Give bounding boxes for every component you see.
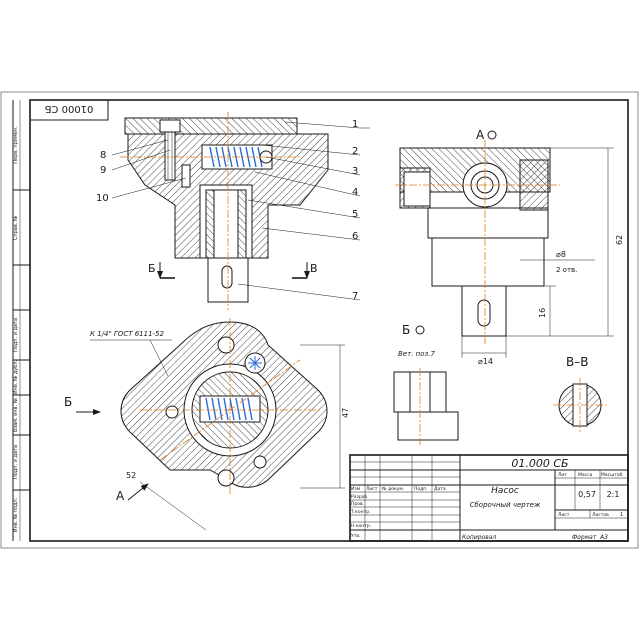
tb-col-2: № докум.: [382, 486, 404, 492]
dim-52: 52: [126, 471, 136, 480]
side-stamp: Перв. примен. Справ. № Подп. и дата Инв.…: [12, 100, 30, 541]
scale-value: 2:1: [607, 490, 620, 499]
side-view: А 62 16 ⌀14 ⌀8 2 отв.: [395, 128, 624, 366]
dim-62: 62: [615, 235, 624, 245]
mass-label: Масса: [578, 472, 593, 478]
leader-4: 4: [352, 187, 358, 198]
title-block: Изм Лист № докум. Подп. Дата Разраб. Про…: [349, 454, 629, 542]
top-left-code-box: 01000 СБ: [29, 99, 109, 121]
leader-7: 7: [352, 291, 358, 302]
leader-2: 2: [352, 146, 358, 157]
leader-1: 1: [352, 119, 358, 130]
side-cell-2: Подп. и дата: [13, 318, 19, 352]
tb-row-4: Утв.: [351, 533, 360, 539]
arrow-a-label: А: [116, 489, 125, 503]
side-cell-6: Инв. № подл.: [13, 497, 19, 532]
side-cell-5: Подп. и дата: [13, 445, 19, 479]
mass-value: 0,57: [578, 490, 596, 499]
copied-label: Копировал: [462, 534, 496, 541]
thread-note: К 1/4" ГОСТ 6111-52: [90, 330, 164, 338]
doc-code: 01.000 СБ: [511, 457, 568, 470]
tb-row-2: Т.контр.: [350, 509, 371, 515]
position-leaders: 1 2 3 4 5 6 7 8 9 10: [96, 119, 370, 302]
lit-label: Лит: [558, 472, 567, 478]
tb-row-3: Н.контр.: [351, 523, 371, 529]
leader-8: 8: [100, 150, 106, 161]
side-cell-0: Перв. примен.: [13, 126, 19, 164]
view-b-note: Вет. поз.7: [398, 350, 435, 358]
sheets-label: Листов: [592, 512, 609, 518]
sheet-label: Лист: [558, 512, 570, 518]
tb-col-3: Подп.: [414, 486, 428, 492]
side-cell-4: Взам. инв. №: [13, 397, 19, 432]
sheets-count: 1: [620, 512, 623, 518]
section-marker-right: В: [310, 262, 318, 275]
section-vv-label: В–В: [566, 355, 588, 369]
dim-d14: ⌀14: [478, 357, 493, 366]
section-vv: В–В: [553, 355, 607, 432]
plan-view: К 1/4" ГОСТ 6111-52 Б А 47 52: [64, 318, 350, 531]
tb-col-4: Дата: [434, 486, 446, 492]
dim-d8-note: 2 отв.: [556, 266, 577, 274]
dim-16: 16: [538, 308, 547, 318]
drawing-subtitle: Сборочный чертеж: [470, 501, 541, 509]
outer-frame: [0, 91, 639, 549]
format-value: А3: [599, 534, 608, 541]
side-cell-3: Инв. № дубл.: [13, 359, 19, 394]
format-label: Формат: [572, 534, 597, 541]
tb-col-0: Изм: [351, 486, 360, 492]
leader-6: 6: [352, 231, 358, 242]
drawing-title: Насос: [491, 486, 519, 496]
dim-d8: ⌀8: [556, 250, 566, 259]
view-b-detail: Б Вет. поз.7: [393, 323, 459, 445]
leader-9: 9: [100, 165, 106, 176]
tb-row-0: Разраб.: [351, 494, 369, 500]
front-section-view: Б В: [120, 112, 329, 310]
dim-47: 47: [341, 408, 350, 418]
view-a-label: А: [476, 128, 485, 142]
leader-5: 5: [352, 209, 358, 220]
arrow-b-label: Б: [64, 395, 72, 409]
tb-col-1: Лист: [366, 486, 378, 492]
section-marker-left: Б: [148, 262, 156, 275]
view-b-label: Б: [402, 323, 410, 337]
tb-row-1: Пров.: [351, 501, 364, 507]
leader-3: 3: [352, 166, 358, 177]
leader-10: 10: [96, 193, 109, 204]
scale-label: Масштаб: [601, 472, 623, 478]
inner-frame: [29, 99, 629, 542]
side-cell-1: Справ. №: [13, 215, 19, 240]
top-left-code: 01000 СБ: [44, 103, 93, 114]
